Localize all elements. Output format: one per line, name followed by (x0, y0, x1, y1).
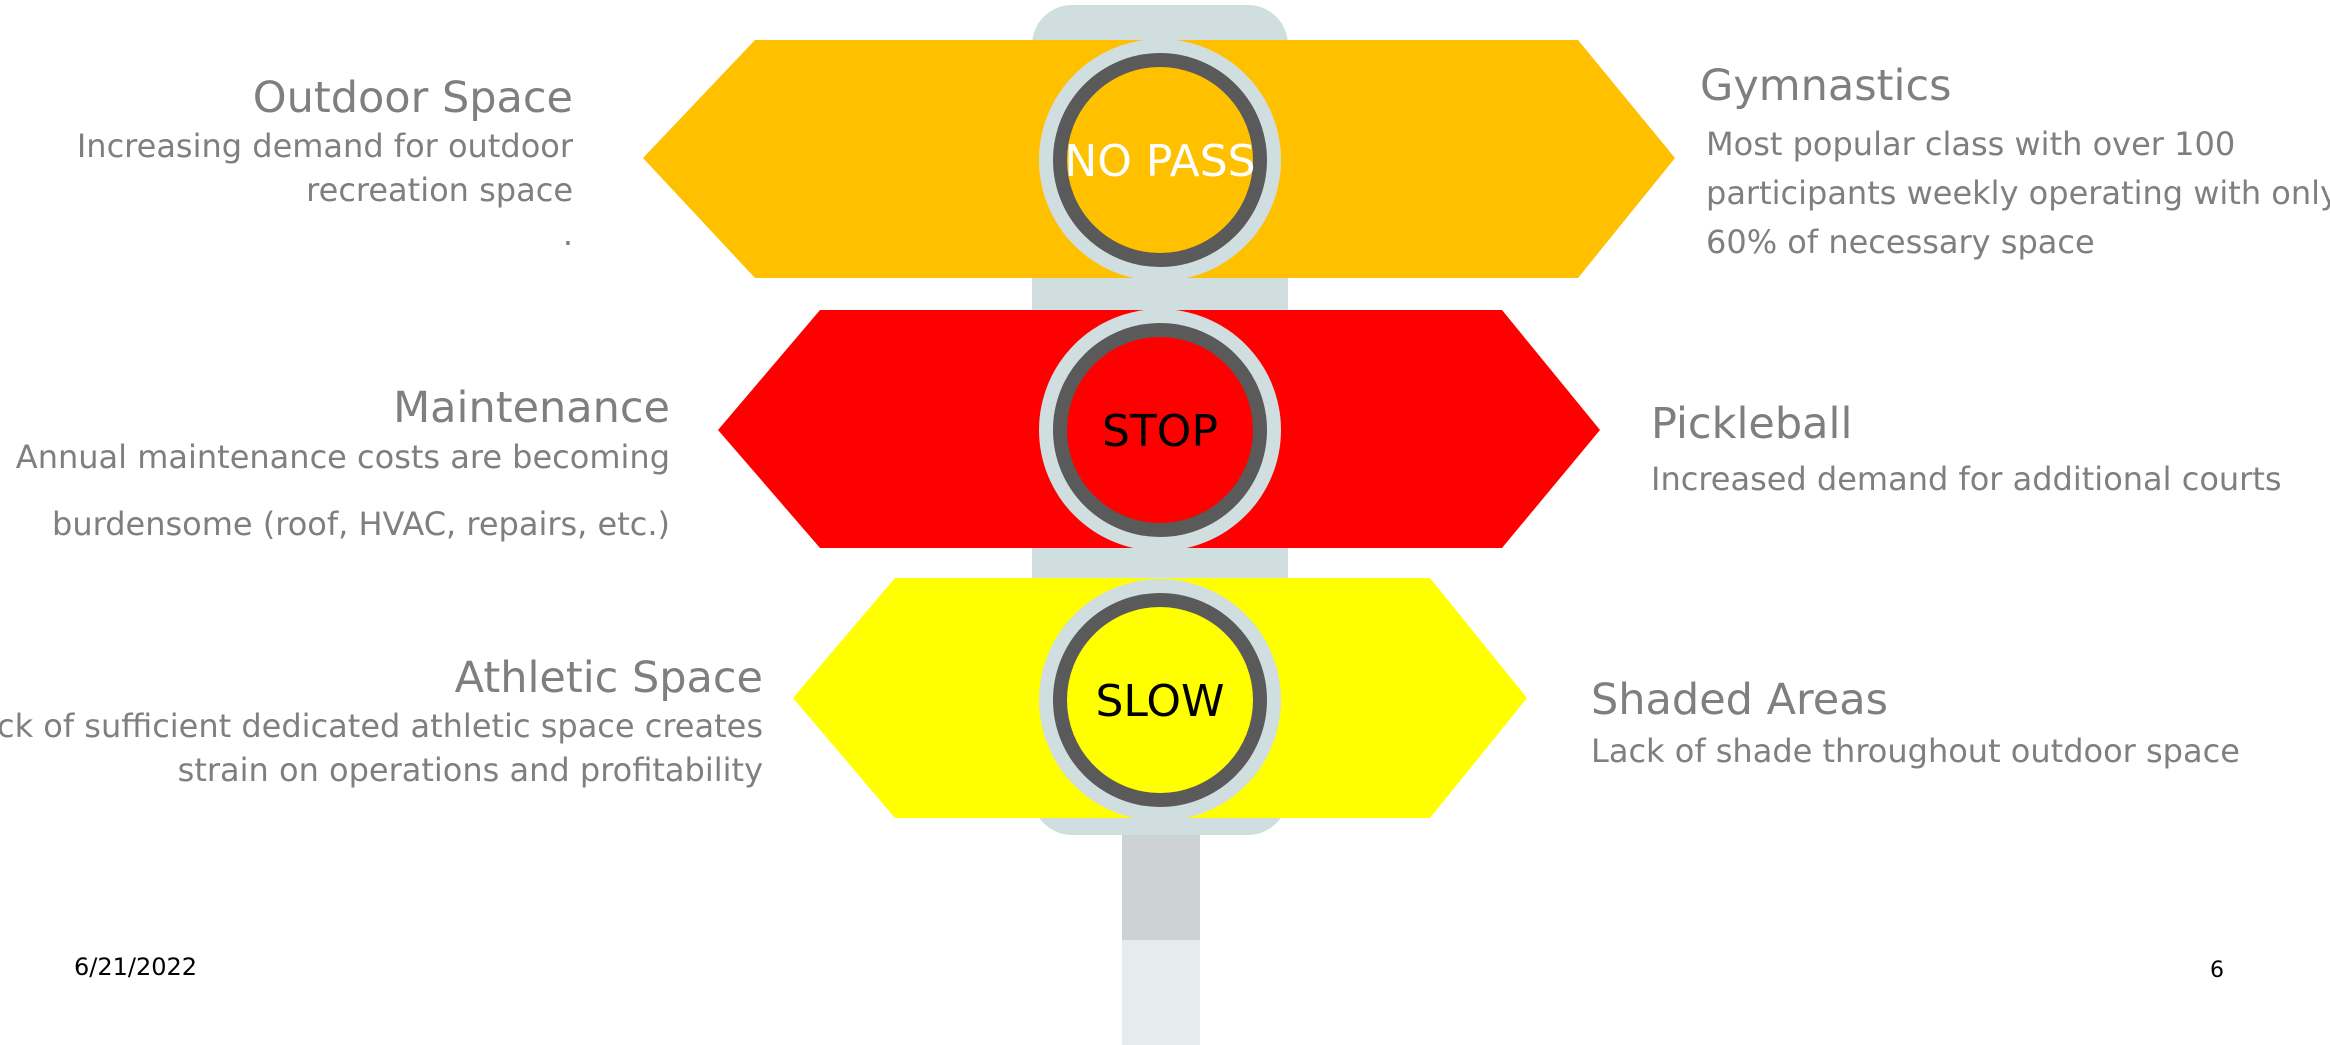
light-top-label: NO PASS (1064, 136, 1255, 187)
athletic-space-line: Lack of sufficient dedicated athletic sp… (0, 704, 763, 748)
pole-lower (1122, 940, 1200, 1045)
pickleball-desc: Increased demand for additional courts (1651, 456, 2282, 502)
athletic-space-line: strain on operations and profitability (0, 748, 763, 792)
outdoor-space-block: Outdoor Space Increasing demand for outd… (77, 72, 573, 256)
outdoor-space-desc: Increasing demand for outdoor recreation… (77, 124, 573, 256)
page-number: 6 (2210, 958, 2224, 983)
maintenance-line: burdensome (roof, HVAC, repairs, etc.) (16, 491, 670, 558)
gymnastics-block: Gymnastics Most popular class with over … (1700, 60, 2330, 267)
pickleball-line: Increased demand for additional courts (1651, 456, 2282, 502)
footer-date: 6/21/2022 (74, 953, 197, 981)
shaded-areas-line: Lack of shade throughout outdoor space (1591, 728, 2240, 774)
outdoor-space-line: . (77, 212, 573, 256)
shaded-areas-block: Shaded Areas Lack of shade throughout ou… (1591, 674, 2240, 774)
gymnastics-title: Gymnastics (1700, 60, 2330, 112)
athletic-space-desc: Lack of sufficient dedicated athletic sp… (0, 704, 763, 792)
maintenance-line: Annual maintenance costs are becoming (16, 424, 670, 491)
maintenance-block: Maintenance Annual maintenance costs are… (16, 382, 670, 558)
outdoor-space-line: recreation space (77, 168, 573, 212)
light-bottom-label: SLOW (1095, 676, 1224, 727)
outdoor-space-title: Outdoor Space (77, 72, 573, 124)
shaded-areas-desc: Lack of shade throughout outdoor space (1591, 728, 2240, 774)
gymnastics-line: participants weekly operating with only (1706, 169, 2330, 218)
athletic-space-block: Athletic Space Lack of sufficient dedica… (0, 652, 763, 792)
shaded-areas-title: Shaded Areas (1591, 674, 2240, 726)
pickleball-block: Pickleball Increased demand for addition… (1651, 398, 2282, 502)
maintenance-desc: Annual maintenance costs are becoming bu… (16, 424, 670, 558)
pickleball-title: Pickleball (1651, 398, 2282, 450)
athletic-space-title: Athletic Space (0, 652, 763, 704)
pole-upper (1122, 830, 1200, 940)
gymnastics-desc: Most popular class with over 100 partici… (1706, 120, 2330, 267)
light-middle-label: STOP (1102, 406, 1218, 457)
outdoor-space-line: Increasing demand for outdoor (77, 124, 573, 168)
gymnastics-line: 60% of necessary space (1706, 218, 2330, 267)
gymnastics-line: Most popular class with over 100 (1706, 120, 2330, 169)
